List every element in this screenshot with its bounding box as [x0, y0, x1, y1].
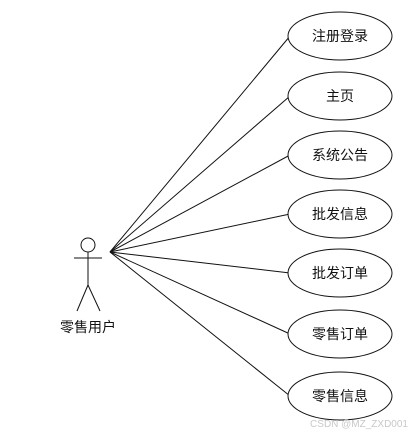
connector-uc-retail-info: [109, 251, 291, 397]
uc-retail-order-ellipse: [287, 309, 393, 359]
uc-wholesale-order-ellipse: [287, 248, 393, 298]
uc-wholesale-info-label: 批发信息: [312, 206, 368, 223]
connector-uc-retail-order: [109, 251, 291, 335]
uc-wholesale-order-label: 批发订单: [312, 266, 368, 282]
uc-announcement: 系统公告: [287, 130, 393, 180]
uc-retail-info-ellipse: [287, 371, 393, 421]
connector-uc-register-login: [109, 35, 291, 253]
uc-register-login-ellipse: [287, 11, 393, 61]
actor-left-leg: [76, 284, 89, 312]
uc-retail-info: 零售信息: [287, 371, 393, 421]
connector-uc-wholesale-order: [109, 251, 291, 274]
actor-label: 零售用户: [60, 319, 116, 336]
watermark: CSDN @MZ_ZXD001: [310, 419, 408, 430]
actor-head: [80, 237, 96, 253]
connector-uc-wholesale-info: [109, 213, 291, 253]
actor-right-leg: [87, 284, 101, 312]
uc-wholesale-info-ellipse: [287, 189, 393, 239]
uc-announcement-label: 系统公告: [312, 148, 368, 164]
uc-wholesale-info: 批发信息: [287, 189, 393, 239]
uc-wholesale-order: 批发订单: [287, 248, 393, 298]
connector-uc-announcement: [109, 154, 291, 253]
uc-register-login-label: 注册登录: [312, 29, 368, 45]
uc-home-ellipse: [287, 71, 393, 121]
connector-group: [109, 35, 291, 397]
uc-register-login: 注册登录: [287, 11, 393, 61]
connector-uc-home: [109, 95, 291, 253]
uc-home-label: 主页: [326, 89, 354, 105]
uc-home: 主页: [287, 71, 393, 121]
uc-retail-order-label: 零售订单: [312, 327, 368, 343]
actor-retail-user: 零售用户: [60, 237, 116, 336]
uc-retail-order: 零售订单: [287, 309, 393, 359]
uc-announcement-ellipse: [287, 130, 393, 180]
uc-retail-info-label: 零售信息: [312, 388, 368, 405]
